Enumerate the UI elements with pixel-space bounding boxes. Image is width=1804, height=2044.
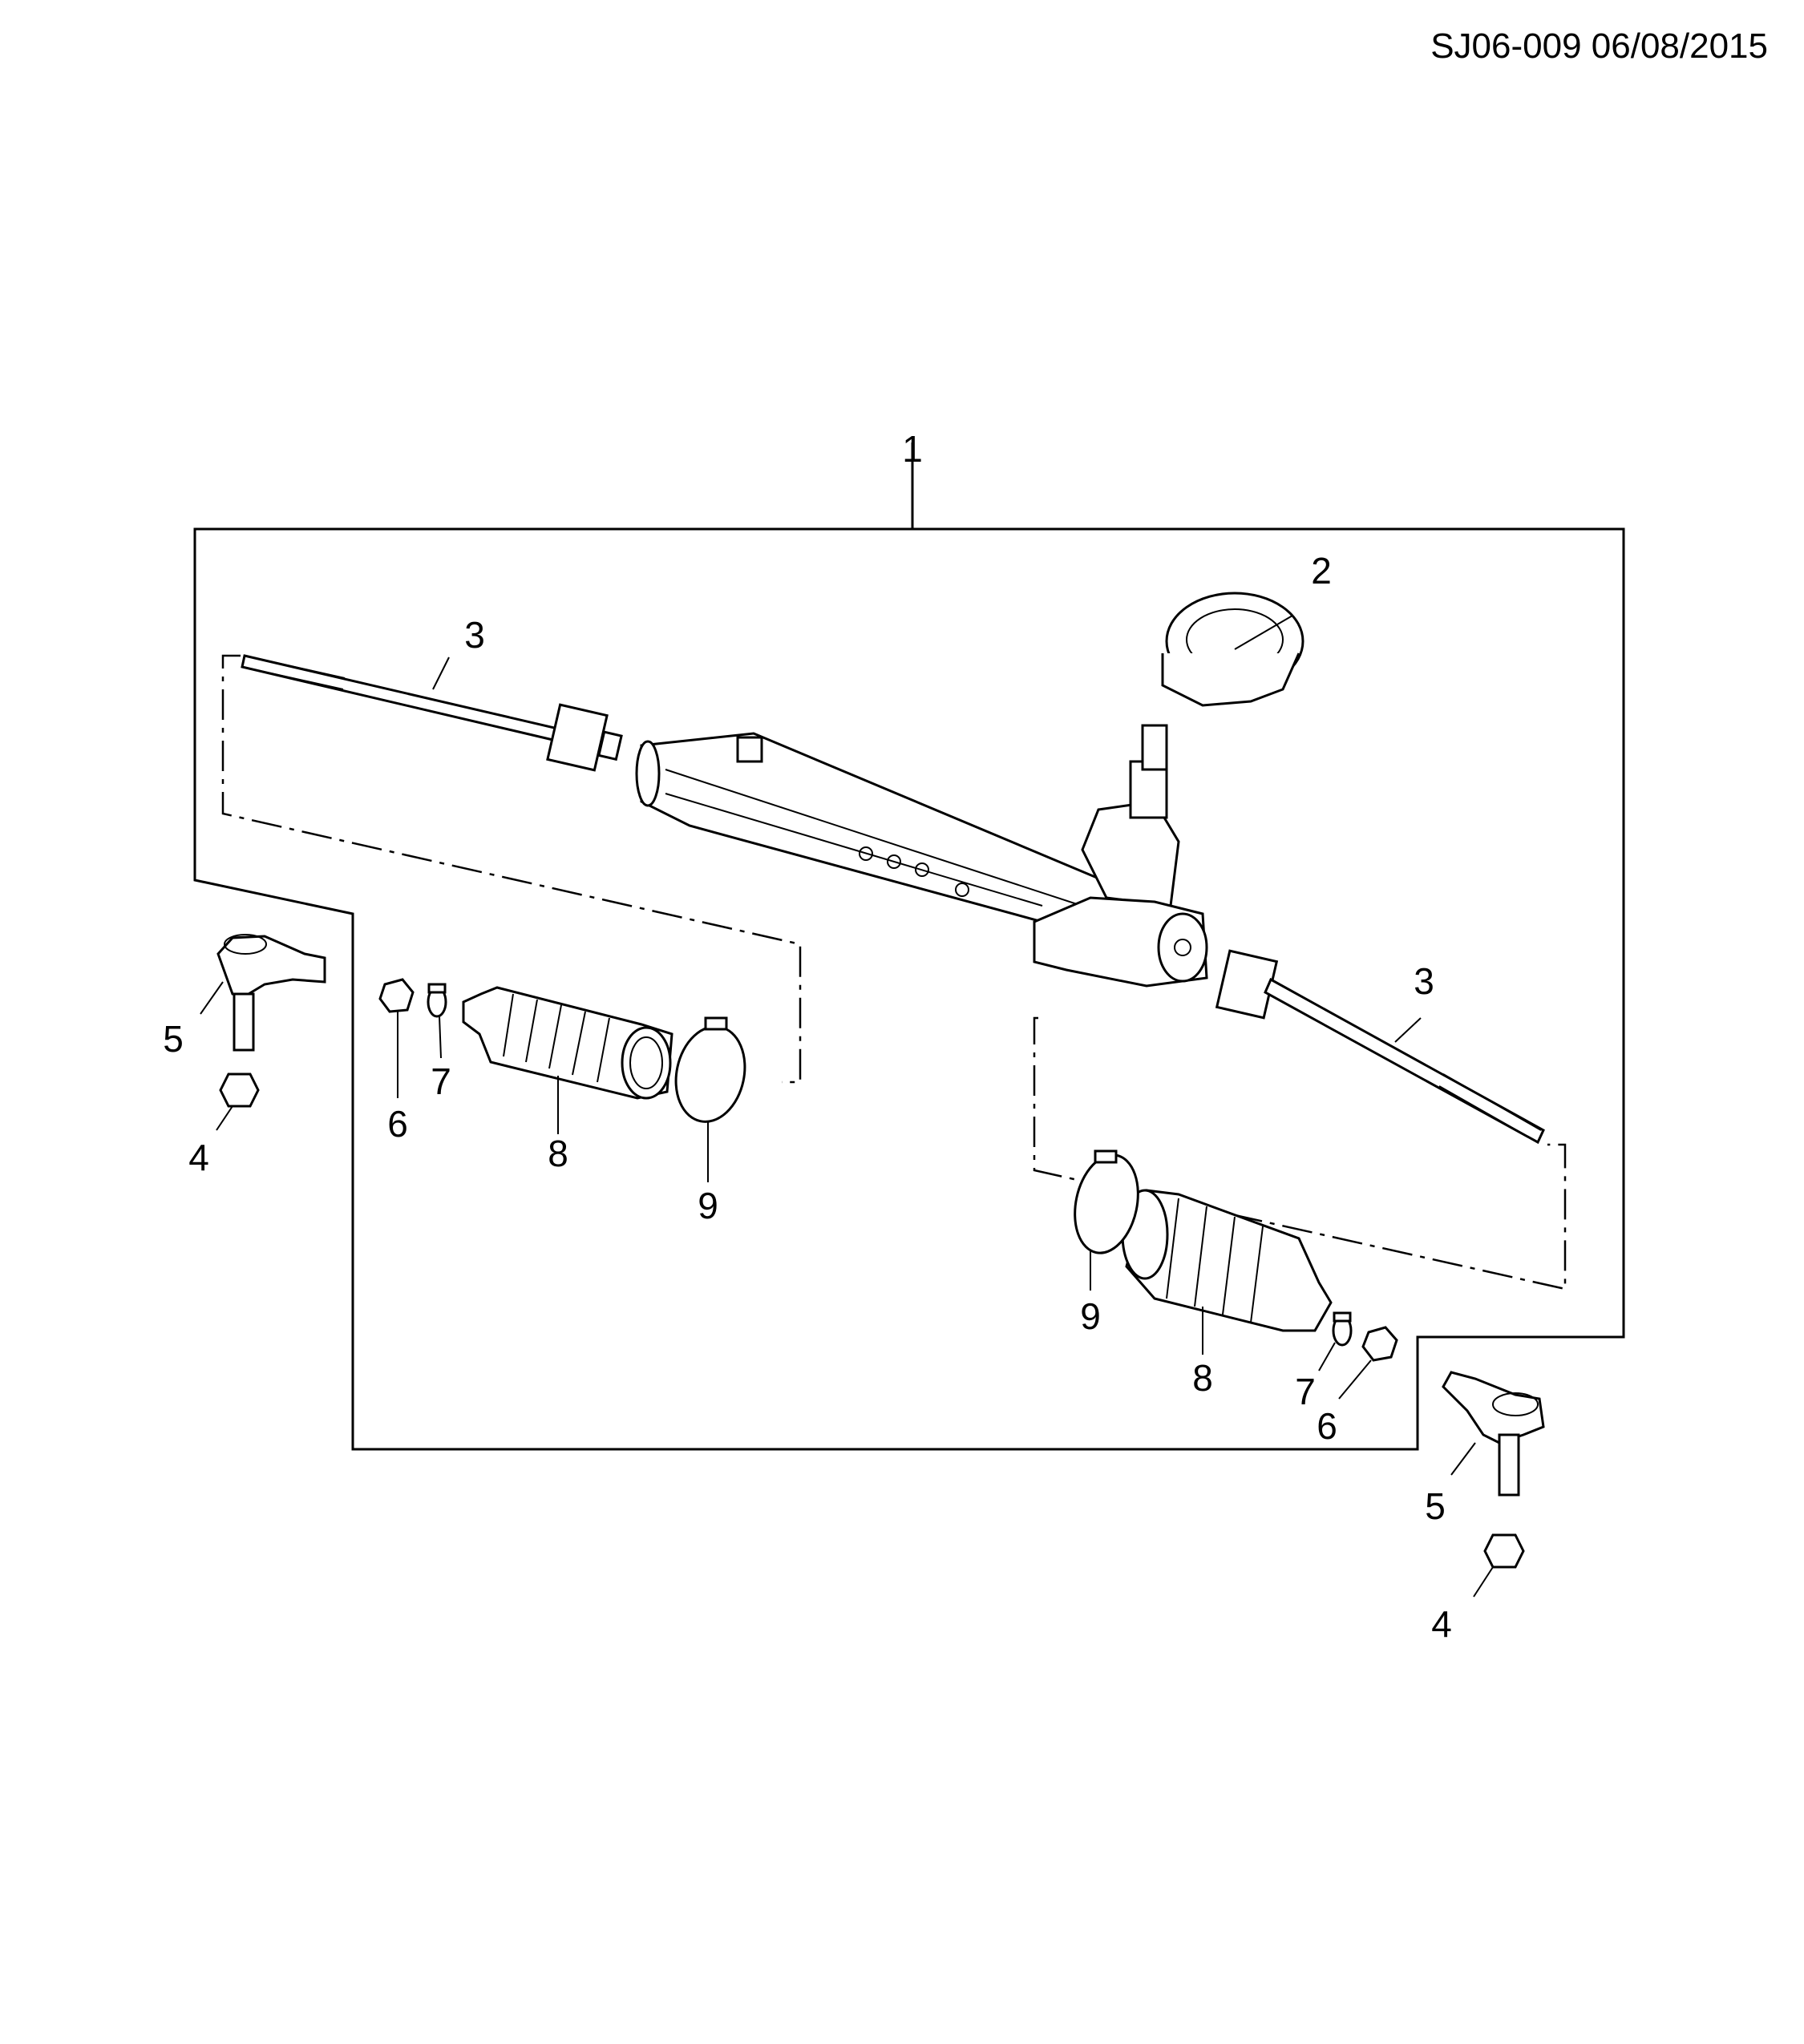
clamp-small-left [427,983,447,1018]
callout-6-jam-nut-left: 6 [387,1103,408,1145]
callout-9-clamp-large-left: 9 [698,1185,718,1226]
tie-rod-right [1215,949,1545,1145]
callout-6-jam-nut-right: 6 [1317,1405,1337,1447]
callout-9-clamp-large-right: 9 [1080,1295,1101,1337]
tie-rod-end-right [1442,1371,1545,1497]
callout-7-clamp-small-right: 7 [1295,1371,1316,1412]
guide-lines [221,654,1567,1291]
steering-rack-housing [635,724,1208,988]
callout-8-boot-left: 8 [548,1133,568,1174]
clamp-large-left [674,1016,746,1123]
tie-rod-end-left [216,934,326,1052]
jam-nut-left [378,978,415,1013]
boot-left [462,986,673,1100]
assembly-boundary [193,442,1625,1451]
clamp-large-right [1074,1149,1139,1254]
boot-right [1121,1189,1333,1332]
callout-4-nut-right: 4 [1431,1603,1452,1645]
callout-3-tie-rod-right: 3 [1414,960,1434,1002]
tie-rod-left [241,654,623,772]
jam-nut-right [1361,1326,1398,1362]
callout-7-clamp-small-left: 7 [431,1060,451,1102]
callout-1-assembly: 1 [902,428,923,470]
document-id: SJ06-009 06/08/2015 [1430,26,1768,66]
callout-5-tie-rod-end-left: 5 [163,1018,184,1060]
clamp-small-right [1332,1311,1353,1347]
leader-lines [200,615,1494,1598]
callout-4-nut-left: 4 [188,1137,209,1178]
callout-labels: 1 2 3 3 4 4 5 5 6 6 7 7 8 8 9 9 [163,428,1452,1645]
callout-8-boot-right: 8 [1192,1357,1213,1399]
nut-right [1483,1533,1525,1569]
callout-5-tie-rod-end-right: 5 [1425,1485,1446,1527]
callout-3-tie-rod-left: 3 [464,614,485,656]
pinion-boot-seal [1161,592,1304,707]
nut-left [219,1072,260,1108]
callout-2-boot-seal: 2 [1311,550,1332,592]
